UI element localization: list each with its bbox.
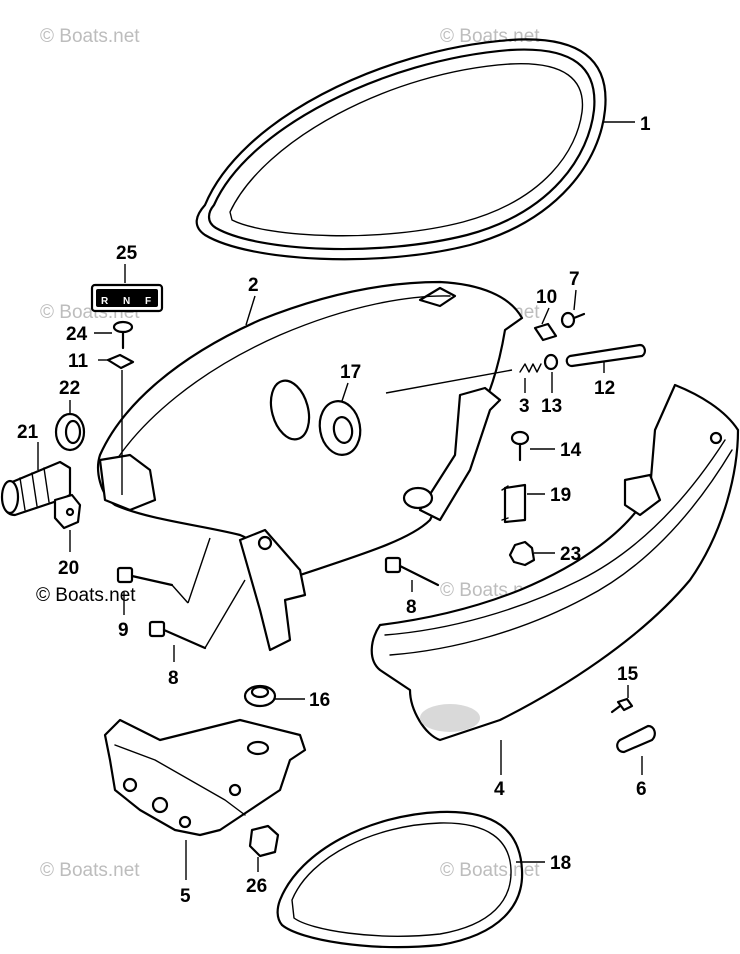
callout-11: 11	[68, 351, 89, 372]
callout-19: 19	[550, 485, 571, 506]
callout-9: 9	[118, 620, 129, 641]
part-6-pin	[616, 724, 656, 754]
part-21-boot	[0, 460, 72, 517]
part-20-block	[53, 493, 82, 530]
part-9-bolt	[116, 566, 174, 587]
callout-16: 16	[309, 690, 330, 711]
callout-4: 4	[494, 779, 505, 800]
callout-14: 14	[560, 440, 582, 461]
callout-18: 18	[550, 853, 571, 874]
callout-17: 17	[340, 362, 361, 383]
leader-lines	[37, 121, 643, 880]
part-10-nut	[533, 322, 558, 342]
callout-13: 13	[541, 396, 562, 417]
callout-20: 20	[58, 558, 79, 579]
part-7-screw	[560, 311, 586, 329]
callout-25: 25	[116, 243, 138, 264]
part-23-grommet	[508, 540, 536, 567]
callout-6: 6	[636, 779, 647, 800]
callout-8-left: 8	[168, 668, 179, 689]
part-4-lower-cover-right	[370, 383, 740, 742]
part-12-rod	[565, 343, 646, 368]
watermark: © Boats.net	[40, 26, 140, 47]
callout-3: 3	[519, 396, 530, 417]
callout-8-right: 8	[406, 597, 417, 618]
part-22-grommet	[54, 412, 86, 452]
watermark: © Boats.net	[40, 860, 140, 881]
part-8-bolt	[148, 620, 207, 650]
callout-15: 15	[617, 664, 639, 685]
decal-letter-n: N	[123, 296, 130, 307]
callout-10: 10	[536, 287, 557, 308]
callout-23: 23	[560, 544, 581, 565]
part-11-nut	[106, 353, 135, 370]
callout-26: 26	[246, 876, 267, 897]
part-3-spring	[519, 363, 542, 373]
watermark: © Boats.net	[440, 26, 540, 47]
callout-22: 22	[59, 378, 80, 399]
part-13-clip	[543, 353, 559, 371]
part-18-bottom-seal	[276, 810, 524, 949]
callout-21: 21	[17, 422, 39, 443]
part-5-bracket	[103, 718, 307, 837]
decal-letter-f: F	[145, 296, 151, 307]
callout-12: 12	[594, 378, 615, 399]
callout-2: 2	[248, 275, 259, 296]
part-19-clip	[501, 483, 527, 524]
part-25-shift-decal: R N F	[90, 283, 164, 313]
part-26-grommet	[248, 824, 280, 858]
part-1-top-seal	[195, 38, 607, 261]
callout-5: 5	[180, 886, 191, 907]
part-16-grommet	[243, 684, 277, 708]
decal-letter-r: R	[101, 296, 109, 307]
part-17-grommet	[318, 400, 362, 456]
callout-1: 1	[640, 114, 651, 135]
watermark-dark: © Boats.net	[36, 585, 136, 606]
callout-24: 24	[66, 324, 88, 345]
part-8-bolt-right	[384, 556, 440, 587]
callout-7: 7	[569, 269, 580, 290]
part-14-screw	[510, 430, 530, 462]
part-24-screw	[112, 320, 134, 350]
watermark: © Boats.net	[440, 860, 540, 881]
part-15-screw	[610, 697, 634, 714]
part-2-lower-cover-upper	[97, 280, 524, 652]
